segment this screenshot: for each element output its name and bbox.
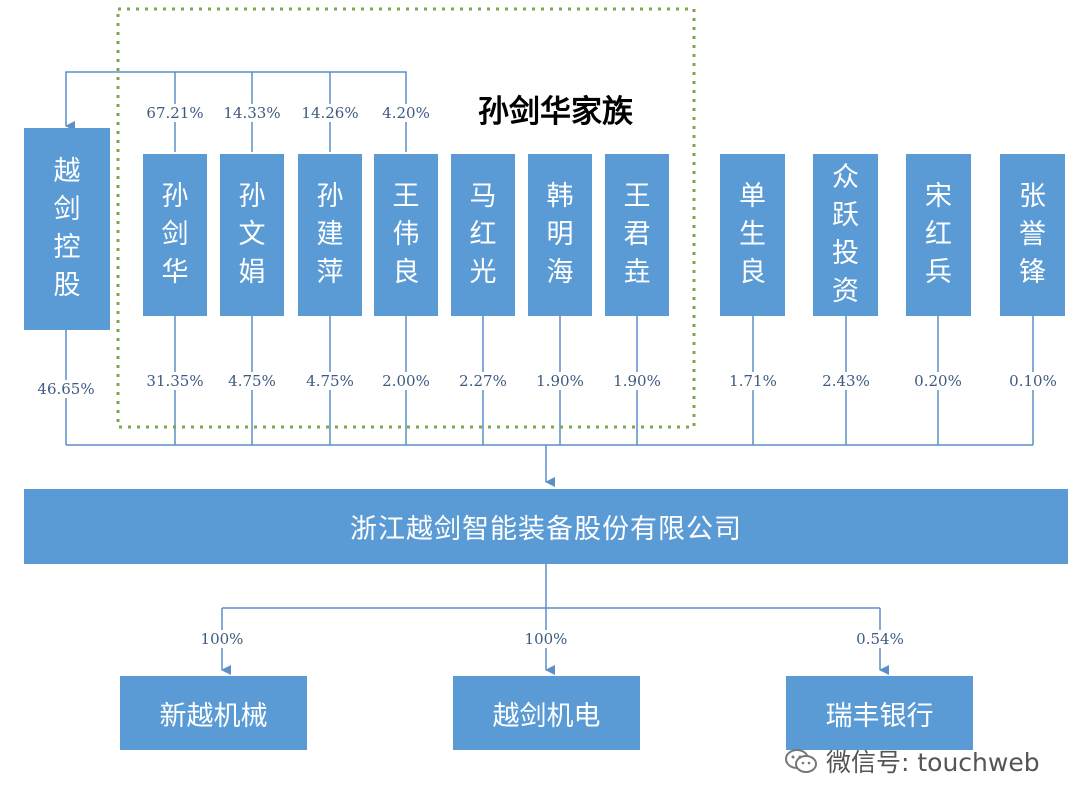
holder-box-zhang-yufeng: 张誉锋 bbox=[1000, 154, 1065, 316]
name-char: 兵 bbox=[925, 257, 952, 288]
name-char: 海 bbox=[546, 257, 574, 288]
name-char: 张 bbox=[1019, 181, 1046, 212]
name-char: 红 bbox=[925, 219, 952, 250]
name-char: 光 bbox=[469, 257, 497, 288]
holding-company-share: 46.65% bbox=[35, 380, 97, 398]
member-share-label: 2.00% bbox=[380, 372, 432, 390]
name-char: 生 bbox=[739, 219, 766, 250]
name-char: 剑 bbox=[161, 219, 189, 250]
member-box-wang-weiliang: 王伟良 bbox=[374, 154, 438, 316]
watermark: 微信号: touchweb bbox=[784, 743, 1040, 779]
holder-share-label: 0.20% bbox=[912, 372, 964, 390]
name-char: 红 bbox=[469, 219, 497, 250]
member-share-label: 1.90% bbox=[534, 372, 586, 390]
holder-share-label: 2.43% bbox=[820, 372, 872, 390]
member-share-label: 2.27% bbox=[457, 372, 509, 390]
holding-share-label: 67.21% bbox=[144, 104, 206, 122]
member-share-label: 4.75% bbox=[304, 372, 356, 390]
name-char: 投 bbox=[832, 238, 859, 269]
name-char: 孙 bbox=[161, 181, 189, 212]
holder-box-song-hongbing: 宋红兵 bbox=[906, 154, 971, 316]
name-char: 王 bbox=[392, 181, 420, 212]
name-char: 单 bbox=[739, 181, 766, 212]
name-char: 众 bbox=[832, 162, 859, 193]
name-char: 宋 bbox=[925, 181, 952, 212]
family-group-border bbox=[116, 7, 696, 429]
member-share-label: 31.35% bbox=[144, 372, 206, 390]
subsidiary-box-ruifeng-bank: 瑞丰银行 bbox=[786, 676, 973, 750]
member-box-han-minghai: 韩明海 bbox=[528, 154, 592, 316]
name-char: 控 bbox=[53, 232, 81, 263]
holding-company-box: 越剑控股 bbox=[24, 128, 110, 330]
member-box-sun-jianping: 孙建萍 bbox=[298, 154, 362, 316]
member-box-ma-hongguang: 马红光 bbox=[451, 154, 515, 316]
subsidiary-box-yuejian-electromechanical: 越剑机电 bbox=[453, 676, 640, 750]
name-char: 股 bbox=[53, 270, 81, 301]
name-char: 孙 bbox=[238, 181, 266, 212]
name-char: 锋 bbox=[1019, 257, 1046, 288]
watermark-text: 微信号: touchweb bbox=[826, 748, 1040, 777]
wechat-icon bbox=[785, 749, 817, 773]
name-char: 华 bbox=[161, 257, 189, 288]
main-company-box: 浙江越剑智能装备股份有限公司 bbox=[24, 489, 1068, 564]
name-char: 跃 bbox=[832, 200, 859, 231]
subsidiary-box-xinyue: 新越机械 bbox=[120, 676, 307, 750]
subsidiary-share-label: 100% bbox=[198, 630, 246, 648]
name-char: 资 bbox=[832, 276, 859, 307]
holding-share-label: 4.20% bbox=[380, 104, 432, 122]
member-box-sun-wenjuan: 孙文娟 bbox=[220, 154, 284, 316]
member-share-label: 1.90% bbox=[611, 372, 663, 390]
name-char: 垚 bbox=[623, 257, 651, 288]
member-box-sun-jianhua: 孙剑华 bbox=[143, 154, 207, 316]
name-char: 韩 bbox=[546, 181, 574, 212]
name-char: 越 bbox=[53, 156, 81, 187]
name-char: 建 bbox=[316, 219, 344, 250]
name-char: 孙 bbox=[316, 181, 344, 212]
name-char: 王 bbox=[623, 181, 651, 212]
holding-share-label: 14.33% bbox=[221, 104, 283, 122]
family-group-label: 孙剑华家族 bbox=[478, 94, 633, 130]
holder-share-label: 0.10% bbox=[1007, 372, 1059, 390]
name-char: 剑 bbox=[53, 194, 81, 225]
holding-share-label: 14.26% bbox=[299, 104, 361, 122]
name-char: 伟 bbox=[392, 219, 420, 250]
holder-share-label: 1.71% bbox=[727, 372, 779, 390]
name-char: 娟 bbox=[238, 257, 266, 288]
name-char: 君 bbox=[623, 219, 651, 250]
name-char: 良 bbox=[392, 257, 420, 288]
holder-box-shan-shengliang: 单生良 bbox=[720, 154, 785, 316]
subsidiary-share-label: 0.54% bbox=[854, 630, 906, 648]
name-char: 明 bbox=[546, 219, 574, 250]
holder-box-zhongyue-investment: 众跃投资 bbox=[813, 154, 878, 316]
name-char: 马 bbox=[469, 181, 497, 212]
name-char: 萍 bbox=[316, 257, 344, 288]
name-char: 良 bbox=[739, 257, 766, 288]
subsidiary-share-label: 100% bbox=[522, 630, 570, 648]
name-char: 文 bbox=[238, 219, 266, 250]
member-box-wang-junyao: 王君垚 bbox=[605, 154, 669, 316]
member-share-label: 4.75% bbox=[226, 372, 278, 390]
name-char: 誉 bbox=[1019, 219, 1046, 250]
